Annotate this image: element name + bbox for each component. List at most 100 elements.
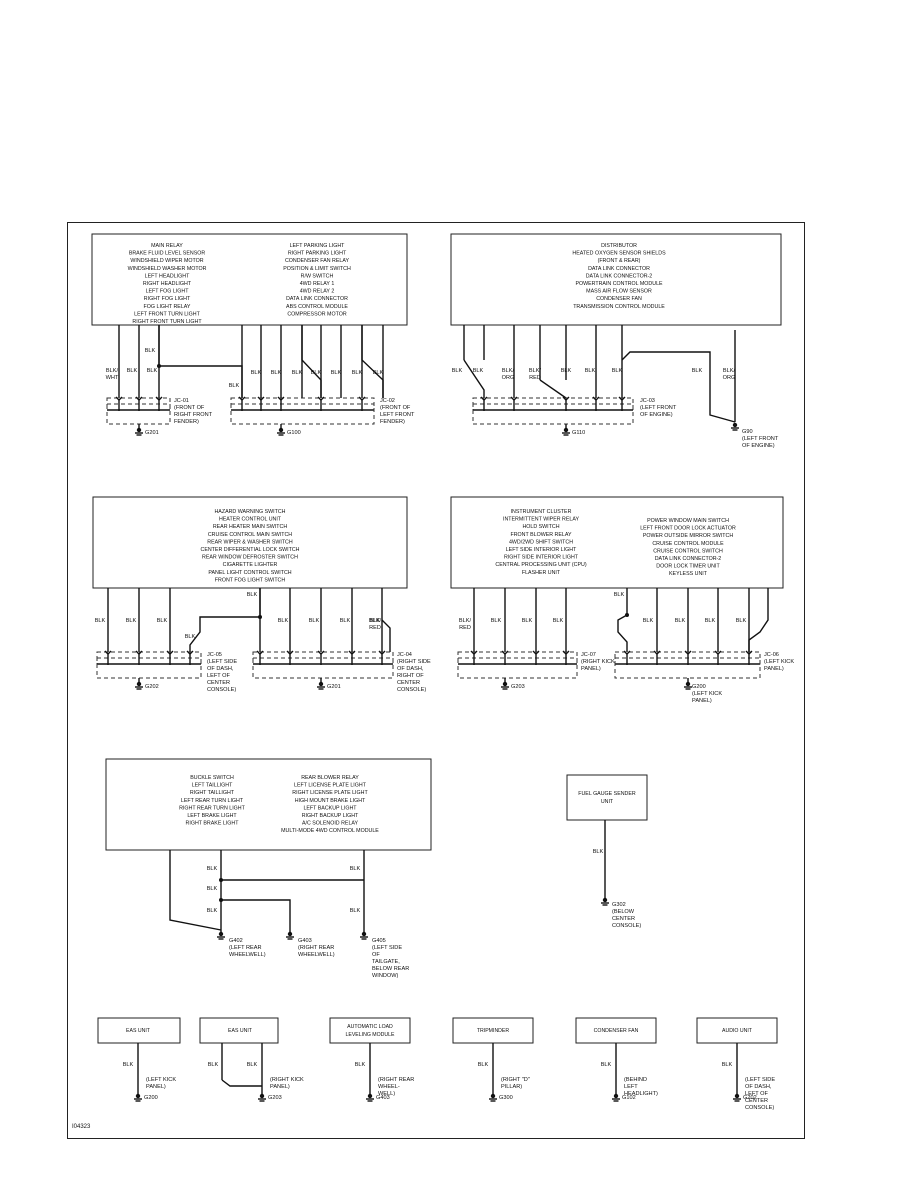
component-name: HEATER CONTROL UNIT [219, 517, 282, 523]
wire-color-label: BLK [207, 886, 218, 892]
component-name: (FRONT & REAR) [598, 258, 641, 264]
wire-color-label: BLK [553, 618, 564, 624]
junction-id: JC-01 [174, 398, 189, 404]
component-name: HAZARD WARNING SWITCH [214, 509, 285, 515]
component-name: CRUISE CONTROL SWITCH [653, 548, 723, 554]
component-name: UNIT [601, 799, 614, 805]
component-box-cabin [450, 496, 784, 589]
unit-name: AUTOMATIC LOAD [347, 1024, 393, 1030]
component-name: REAR WINDOW DEFROSTER SWITCH [202, 555, 298, 561]
ground-location: (LEFT REAR [229, 945, 262, 951]
component-name: LEFT REAR TURN LIGHT [181, 798, 244, 804]
ground-location: OF ENGINE) [742, 443, 775, 449]
ground-id: G302 [612, 902, 626, 908]
component-name: CENTRAL PROCESSING UNIT (CPU) [495, 562, 586, 568]
junction-location: OF DASH, [207, 666, 234, 672]
wire-color-label: BLK [643, 618, 654, 624]
component-box-rear [105, 758, 432, 851]
wire-color-label: BLK [352, 370, 363, 376]
ground-location: TAILGATE, [372, 959, 400, 965]
ground-location: OF DASH, [745, 1084, 772, 1090]
wire [381, 619, 391, 652]
ground-location: (LEFT KICK [146, 1077, 176, 1083]
junction-location: OF ENGINE) [640, 412, 673, 418]
component-name: CONDENSER FAN [596, 296, 642, 302]
component-name: MAIN RELAY [151, 243, 183, 249]
component-name: DOOR LOCK TIMER UNIT [656, 564, 720, 570]
wire [361, 325, 384, 398]
wire-color-label: BLK/ [529, 368, 542, 374]
junction-id: JC-07 [581, 652, 596, 658]
wire-color-label: BLK [95, 618, 106, 624]
wire-color-label: BLK [692, 368, 703, 374]
component-name: CRUISE CONTROL MODULE [652, 541, 724, 547]
component-name: INTERMITTENT WIPER RELAY [503, 517, 579, 523]
unit-box-4 [575, 1017, 657, 1044]
unit-name: EAS UNIT [228, 1028, 253, 1034]
ground-symbol [318, 681, 324, 687]
ground-symbol [259, 1093, 265, 1099]
ground-symbol [136, 427, 142, 433]
component-name: BUCKLE SWITCH [190, 775, 234, 781]
wire [189, 616, 260, 652]
wire-color-label: BLK [370, 618, 381, 624]
ground-id: G200 [692, 684, 706, 690]
junction-outline [457, 657, 578, 679]
ground-location: CENTER [612, 916, 635, 922]
ground-location: WHEELWELL) [229, 952, 266, 958]
ground-id: G110 [572, 430, 585, 436]
wire [463, 359, 485, 398]
component-name: BRAKE FLUID LEVEL SENSOR [129, 251, 206, 257]
ground-location: WINDOW) [372, 973, 399, 979]
wire-color-label: BLK [722, 1062, 733, 1068]
unit-name: EAS UNIT [126, 1028, 151, 1034]
ground-symbol [287, 931, 293, 937]
ground-id: G203 [511, 684, 525, 690]
ground-location: (LEFT FRONT [742, 436, 779, 442]
unit-box-5 [696, 1017, 778, 1044]
wire-color-label: BLK [478, 1062, 489, 1068]
ground-location: LEFT [624, 1084, 638, 1090]
wire-color-label: BLK [208, 1062, 219, 1068]
wire-color-label: BLK [373, 370, 384, 376]
component-name: POWER WINDOW MAIN SWITCH [647, 518, 729, 524]
component-name: FRONT FOG LIGHT SWITCH [215, 577, 286, 583]
component-name: REAR HEATER MAIN SWITCH [213, 524, 288, 530]
component-name: KEYLESS UNIT [669, 571, 708, 577]
junction-location: RIGHT FRONT [174, 412, 213, 418]
component-box-engine [450, 233, 782, 326]
component-name: CENTER DIFFERENTIAL LOCK SWITCH [201, 547, 300, 553]
ground-id: G403 [298, 938, 312, 944]
component-name: DATA LINK CONNECTOR-2 [655, 556, 722, 562]
ground-id: G202 [743, 1095, 757, 1101]
wire-color-label: BLK/ [459, 618, 472, 624]
unit-name: TRIPMINDER [477, 1028, 510, 1034]
wire-color-label: BLK/ [106, 368, 119, 374]
ground-id: G402 [229, 938, 243, 944]
wire-color-label: BLK/ [369, 618, 382, 624]
wire-color-label: BLK [126, 618, 137, 624]
ground-location: (BEHIND [624, 1077, 647, 1083]
wire-color-label: RED [529, 375, 541, 381]
ground-location: (LEFT KICK [692, 691, 722, 697]
junction-location: (LEFT SIDE [207, 659, 237, 665]
component-name: HOLD SWITCH [522, 524, 559, 530]
unit-name: CONDENSER FAN [594, 1028, 639, 1034]
wire [539, 379, 567, 399]
junction-location: PANEL) [764, 666, 784, 672]
wire-color-label: BLK [229, 383, 240, 389]
ground-id: G102 [622, 1095, 636, 1101]
ground-location: CONSOLE) [612, 923, 641, 929]
ground-symbol [685, 681, 691, 687]
component-name: LEFT SIDE INTERIOR LIGHT [506, 547, 577, 553]
wire [301, 325, 322, 398]
ground-location: CENTER [745, 1098, 768, 1104]
junction-location: LEFT FRONT [380, 412, 415, 418]
component-name: 4WD RELAY 2 [300, 289, 335, 295]
junction-location: LEFT OF [207, 673, 230, 679]
ground-location: (RIGHT KICK [270, 1077, 304, 1083]
ground-location: PANEL) [146, 1084, 166, 1090]
ground-symbol [734, 1093, 740, 1099]
component-name: LEFT HEADLIGHT [145, 273, 190, 279]
ground-id: G405 [372, 938, 386, 944]
